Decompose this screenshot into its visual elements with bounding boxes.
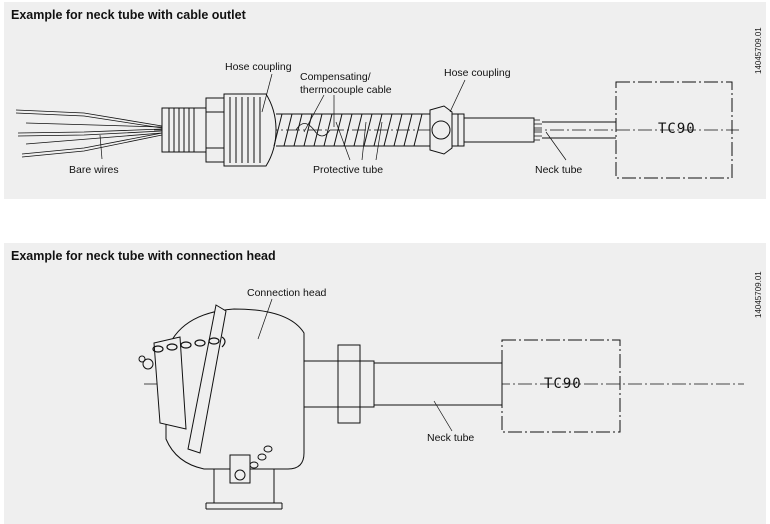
hex-nut: [303, 344, 375, 424]
neck-tube: [463, 117, 616, 143]
connection-head-lid: [138, 304, 227, 454]
label-neck-tube: Neck tube: [535, 164, 583, 176]
label-hose-coupling-left: Hose coupling: [225, 61, 292, 73]
label-protective-tube: Protective tube: [313, 164, 384, 176]
label-compensating: Compensating/: [300, 71, 371, 83]
label-hose-coupling-right: Hose coupling: [444, 67, 511, 79]
cable-outlet-panel: Example for neck tube with cable outlet …: [4, 2, 766, 199]
hose-coupling-right: [429, 105, 465, 155]
panel-title: Example for neck tube with cable outlet: [11, 8, 246, 22]
cable-outlet-drawing: [15, 73, 739, 179]
lid-chain: [152, 336, 226, 353]
device-label: TC90: [544, 376, 582, 392]
tc90-box: [501, 339, 621, 433]
cable-gland: [229, 445, 273, 484]
label-bare-wires: Bare wires: [69, 164, 119, 176]
panel-title: Example for neck tube with connection he…: [11, 249, 276, 263]
hex-nut: [205, 97, 225, 163]
bare-wires: [15, 109, 163, 158]
hose-coupling-left: [223, 93, 277, 167]
neck-tube: [373, 362, 503, 406]
tc90-box: [615, 81, 733, 179]
connection-head-drawing: [138, 298, 744, 510]
threaded-end: [161, 107, 207, 153]
connection-head-panel: Example for neck tube with connection he…: [4, 243, 766, 524]
label-thermocouple-cable: thermocouple cable: [300, 84, 392, 96]
protective-tube: [273, 113, 430, 147]
label-neck-tube: Neck tube: [427, 432, 475, 444]
label-connection-head: Connection head: [247, 287, 327, 299]
device-label: TC90: [658, 121, 696, 137]
